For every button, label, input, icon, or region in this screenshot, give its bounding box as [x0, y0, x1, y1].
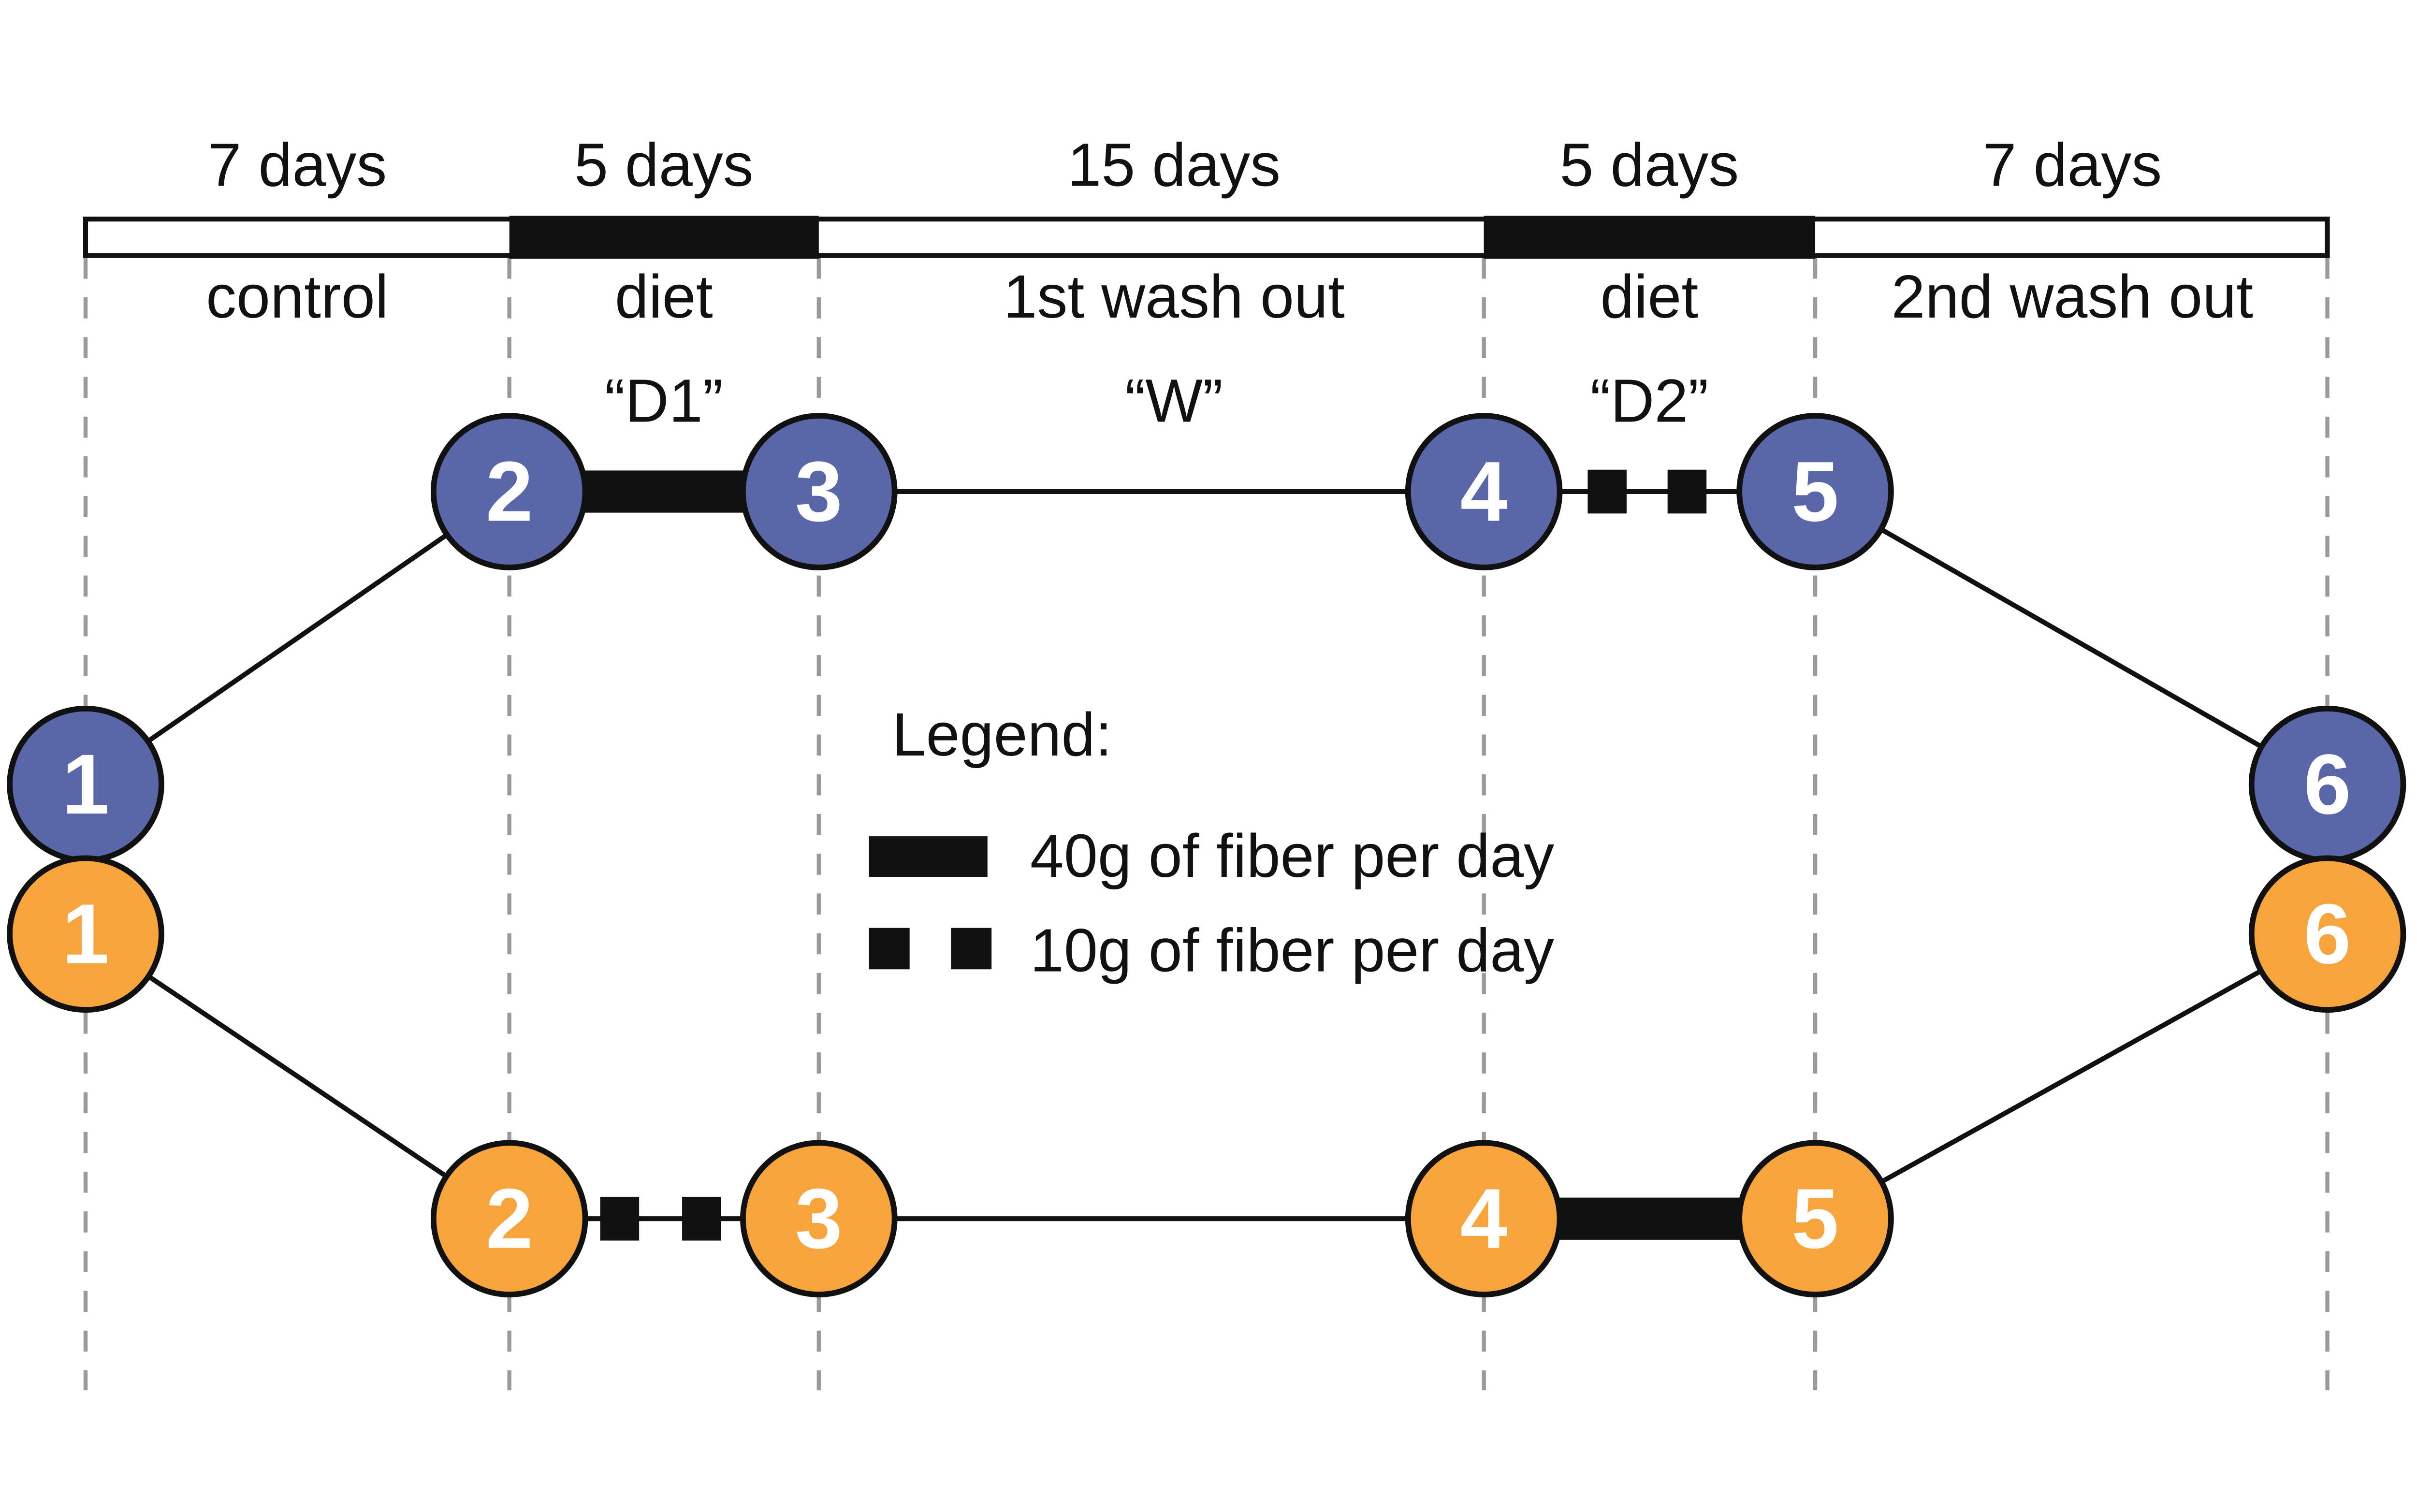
dashed-squares-swatch	[951, 928, 992, 970]
phase-name-label: 1st wash out	[1003, 262, 1344, 331]
blue-edge-1-2	[84, 489, 511, 786]
orange-node-2	[430, 1140, 588, 1297]
phase-name-label: diet	[1600, 262, 1698, 331]
orange-node-3	[740, 1140, 898, 1297]
blue-edge-5-6	[1814, 489, 2329, 787]
phase-name-label: control	[206, 262, 389, 331]
phase-duration-label: 7 days	[208, 131, 387, 199]
blue-node-number: 1	[62, 737, 109, 832]
orange-arm-nodes	[7, 855, 2406, 1297]
orange-node-6	[2248, 855, 2406, 1013]
orange-node-5	[1736, 1140, 1894, 1297]
orange-node-number: 4	[1460, 1172, 1508, 1266]
phase-code-label-w: “W”	[1125, 367, 1223, 435]
phase-duration-label: 5 days	[1560, 131, 1739, 199]
orange-edge-1-2	[84, 932, 511, 1221]
phase-name-labels: control diet 1st wash out diet 2nd wash …	[206, 262, 2253, 331]
dashed-squares-swatch	[869, 928, 910, 970]
phase-duration-label: 5 days	[574, 131, 754, 199]
blue-node-number: 5	[1791, 444, 1839, 539]
legend-item-10g-label: 10g of fiber per day	[1030, 916, 1554, 984]
orange-edge-5-6	[1814, 931, 2329, 1221]
blue-node-3	[740, 413, 898, 570]
orange-node-number: 6	[2304, 887, 2351, 982]
orange-node-number: 5	[1791, 1172, 1839, 1266]
timeline-bar-diet2-segment	[1484, 216, 1816, 259]
timeline-bar	[83, 216, 2330, 259]
blue-node-2	[430, 413, 588, 570]
blue-arm-connectors	[84, 489, 2329, 787]
orange-node-4	[1405, 1140, 1563, 1297]
phase-name-label: 2nd wash out	[1892, 262, 2254, 331]
phase-code-label-d1: “D1”	[605, 367, 723, 435]
blue-arm-nodes	[7, 413, 2406, 863]
solid-bar-swatch	[869, 836, 988, 877]
orange-arm-connectors	[84, 931, 2329, 1221]
phase-duration-label: 15 days	[1067, 131, 1281, 199]
legend: Legend: 40g of fiber per day 10g of fibe…	[869, 700, 1554, 984]
orange-10g-fiber-square	[682, 1196, 721, 1241]
phase-code-label-d2: “D2”	[1590, 367, 1709, 435]
blue-node-number: 3	[795, 444, 843, 539]
blue-10g-fiber-square	[1667, 469, 1707, 514]
orange-node-1	[7, 855, 164, 1013]
timeline-bar-diet1-segment	[509, 216, 819, 259]
phase-name-label: diet	[615, 262, 713, 331]
phase-duration-labels: 7 days 5 days 15 days 5 days 7 days	[208, 131, 2162, 199]
phase-code-labels: “D1” “W” “D2”	[605, 367, 1708, 435]
orange-node-number: 1	[62, 887, 109, 982]
blue-node-4	[1405, 413, 1563, 570]
blue-node-5	[1736, 413, 1894, 570]
orange-node-number: 3	[795, 1172, 843, 1266]
timeline-bar-track	[83, 217, 2330, 258]
blue-arm-node-numbers: 1 2 3 4 5 6	[62, 444, 2351, 832]
orange-10g-fiber-square	[600, 1196, 640, 1241]
legend-item-40g-label: 40g of fiber per day	[1030, 822, 1554, 890]
blue-node-number: 2	[486, 444, 533, 539]
phase-duration-label: 7 days	[1983, 131, 2162, 199]
legend-title: Legend:	[892, 700, 1112, 769]
orange-arm-node-numbers: 1 2 3 4 5 6	[62, 887, 2351, 1266]
orange-node-number: 2	[486, 1172, 533, 1266]
blue-node-number: 6	[2304, 737, 2351, 832]
blue-node-number: 4	[1460, 444, 1508, 539]
blue-10g-fiber-square	[1587, 469, 1627, 514]
